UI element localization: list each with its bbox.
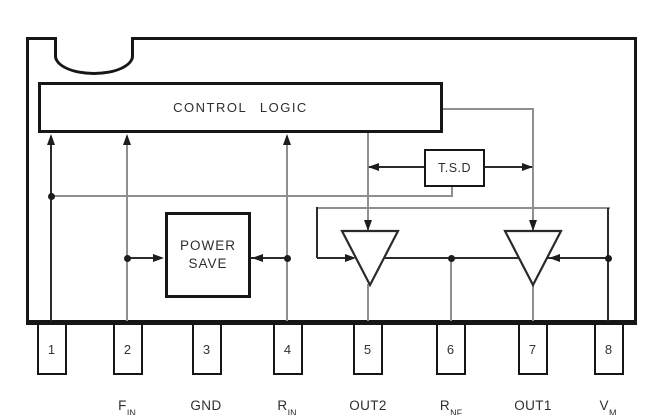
arrowhead-amp1-down-icon [529,220,537,231]
pin-1: 1 [36,323,67,375]
power-save-label-line1: POWER [179,237,236,253]
arrowhead-pin4-up-icon [283,134,291,145]
junction-dot-pin6 [447,254,455,262]
wire-pin4-to-powersave [251,257,287,259]
pin-2: 2 [112,323,143,375]
pin-5: 5 [352,323,383,375]
arrowhead-tsd-left-icon [368,163,379,171]
wire-pin2-vertical [126,136,128,321]
pin-2-number: 2 [123,341,132,357]
power-save-label-line2: SAVE [188,256,228,271]
pin-2-label: FIN [118,398,136,415]
pin-8-number: 8 [604,341,613,357]
wire-pin1-vertical [50,136,52,321]
pin-8-label: VM [599,398,617,415]
pin-1-number: 1 [47,341,56,357]
wire-pin1-to-tsd-horizontal [51,195,452,197]
power-save-block: POWER SAVE [165,212,251,298]
pin-4-number: 4 [283,341,292,357]
tsd-label: T.S.D [437,161,472,175]
arrowhead-amp1-input-icon [549,254,560,262]
control-logic-label: CONTROL LOGIC [173,100,308,115]
junction-dot-pin8 [604,254,612,262]
arrowhead-powersave-right-icon [252,254,263,262]
wire-pin2-to-powersave [127,257,154,259]
pin-8: 8 [593,323,624,375]
wire-tsd-left [369,166,424,168]
wire-pin5-vertical [367,284,369,321]
wire-pin6-vertical [450,258,452,321]
wire-pin7-vertical [532,284,534,321]
ic-package-outline [26,37,637,325]
arrowhead-amp2-input-icon [345,254,356,262]
pin-3: 3 [191,323,222,375]
pin-6-number: 6 [446,341,455,357]
pin-6-label: RNF [439,398,463,415]
arrowhead-pin2-up-icon [123,134,131,145]
wire-controllogic-to-amp2 [367,133,369,231]
tsd-block: T.S.D [424,149,485,187]
package-notch [54,37,134,75]
junction-dot-pin1 [47,192,55,200]
wire-amp-bracket-top [316,206,610,210]
pin-3-number: 3 [202,341,211,357]
pin-7-number: 7 [528,341,537,357]
control-logic-block: CONTROL LOGIC [38,82,443,133]
pin-6: 6 [435,323,466,375]
pin-4-label: RIN [277,398,297,415]
junction-dot-pin2 [123,254,131,262]
wire-pin8-vertical [607,208,609,321]
pin-4: 4 [272,323,303,375]
arrowhead-amp2-down-icon [364,220,372,231]
junction-dot-pin4 [283,254,291,262]
wire-tsd-right [484,166,532,168]
arrowhead-tsd-right-icon [522,163,533,171]
pin-7: 7 [517,323,548,375]
pin-3-label: GND [190,398,222,413]
arrowhead-powersave-left-icon [153,254,164,262]
wire-controllogic-right-horizontal [443,108,533,110]
wire-bracket-to-amp2 [317,257,347,259]
wire-amp-row-horizontal [356,257,608,259]
wire-amp-bracket-left [316,207,318,258]
pin-7-label: OUT1 [514,398,552,413]
arrowhead-pin1-up-icon [47,134,55,145]
pin-5-number: 5 [363,341,372,357]
wire-pin4-vertical [286,136,288,321]
wire-tsd-bottom-stub [451,186,453,197]
pin-5-label: OUT2 [349,398,387,413]
